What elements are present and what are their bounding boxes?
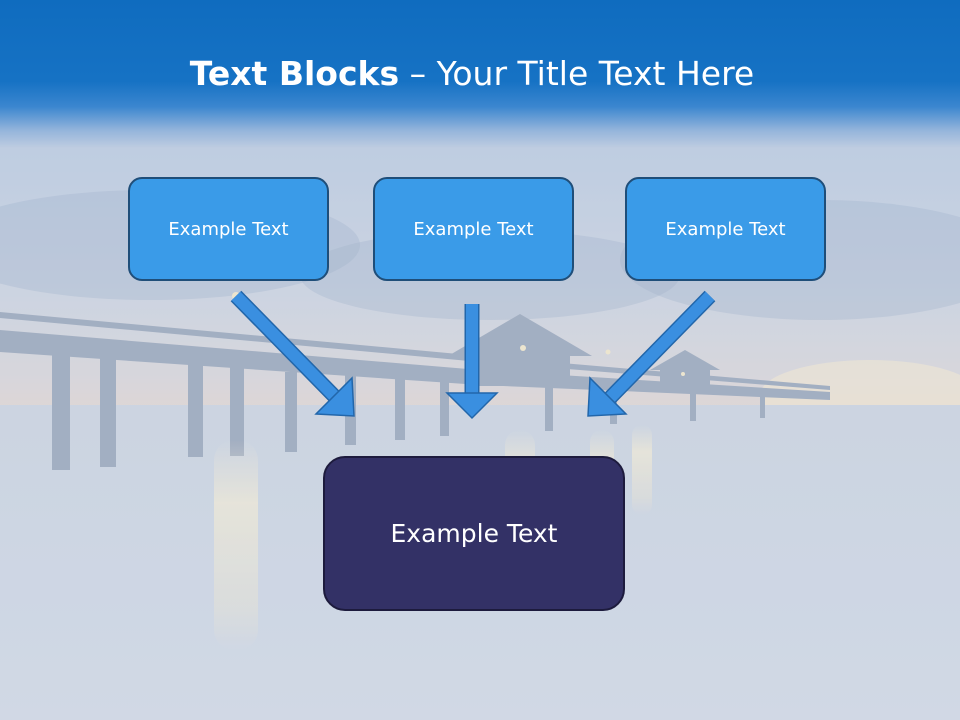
slide-title: Text Blocks – Your Title Text Here [0, 54, 944, 93]
light-reflection [214, 440, 258, 650]
title-bold: Text Blocks [189, 54, 400, 93]
title-rest: – Your Title Text Here [399, 54, 755, 93]
text-block-3-label: Example Text [665, 218, 786, 240]
arrow-center [445, 304, 499, 420]
arrow-right [587, 290, 716, 417]
text-block-1[interactable]: Example Text [128, 177, 329, 281]
text-block-1-label: Example Text [168, 218, 289, 240]
title-bar [0, 0, 960, 148]
text-block-2-label: Example Text [413, 218, 534, 240]
arrow-left [230, 290, 355, 417]
text-block-3[interactable]: Example Text [625, 177, 826, 281]
text-block-2[interactable]: Example Text [373, 177, 574, 281]
light-reflection [632, 425, 652, 515]
main-text-block-label: Example Text [390, 519, 558, 548]
main-text-block[interactable]: Example Text [323, 456, 625, 611]
